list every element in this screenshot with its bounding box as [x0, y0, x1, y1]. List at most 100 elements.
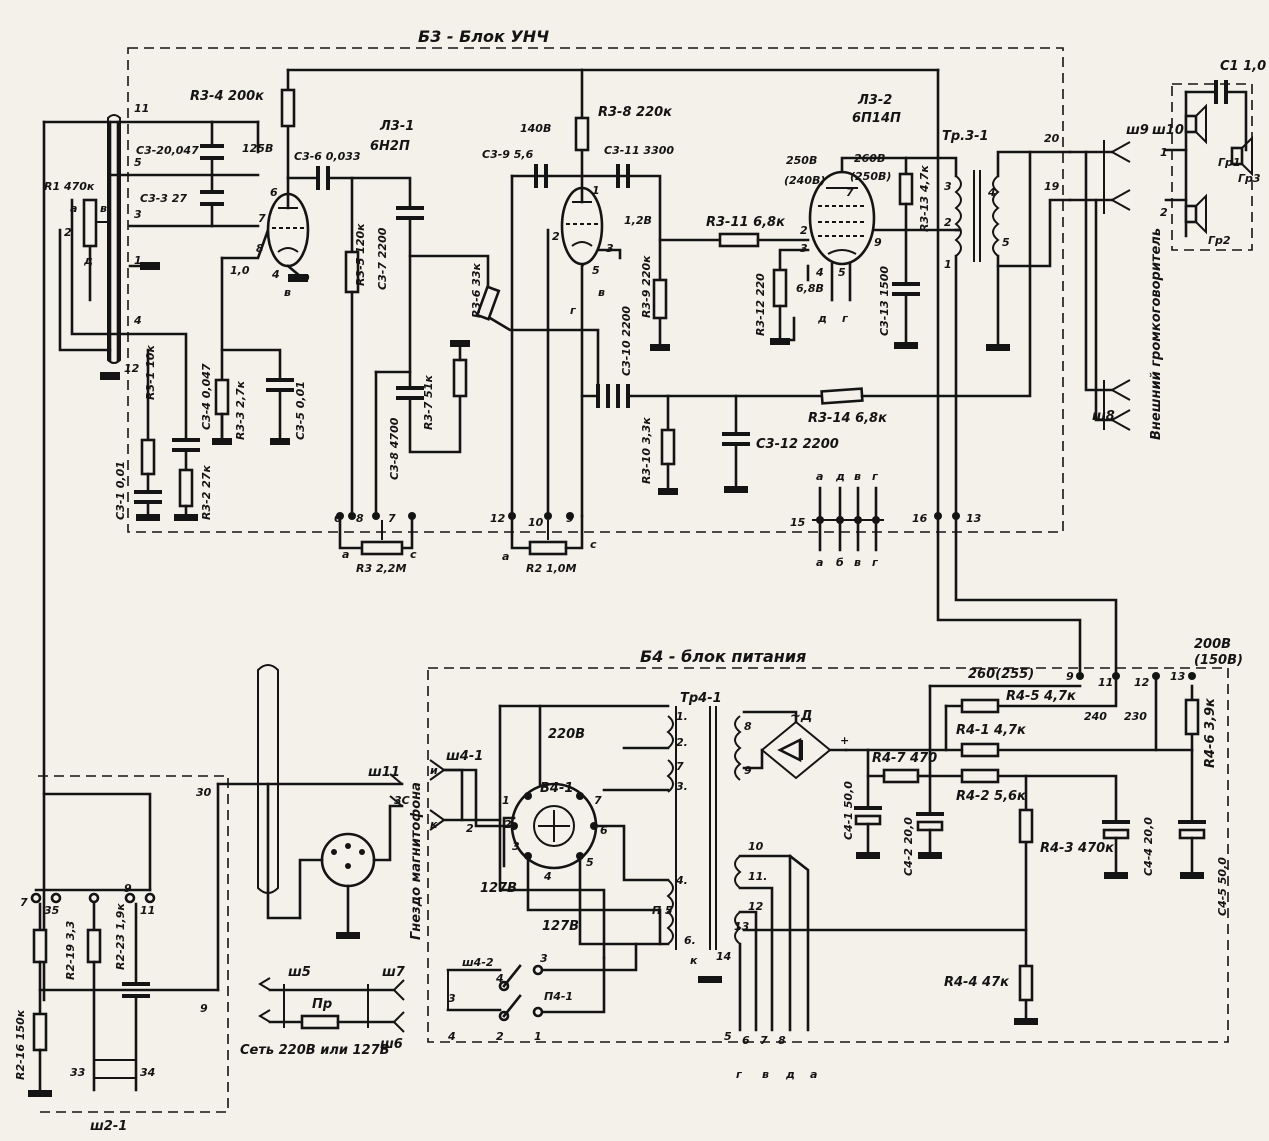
label-l3-1-type: 6Н2П — [370, 139, 410, 154]
resistor-r3-4 — [280, 88, 296, 128]
pin-8-l3-1: 8 — [256, 242, 264, 255]
capacitor-c4-5 — [1178, 820, 1206, 879]
transformer-tr3-1 — [936, 68, 1072, 518]
label-c3-20: C3-20,047 — [136, 144, 199, 157]
label-c3-10: C3-10 2200 — [620, 306, 633, 376]
pin-2-tr3: 2 — [944, 216, 952, 229]
switch-block-15-14 — [812, 486, 884, 552]
label-sh11: ш11 — [368, 765, 400, 780]
label-gr2: Гр2 — [1208, 234, 1231, 247]
label-c4-4: C4-4 20,0 — [1142, 817, 1155, 876]
label-sh4-1: ш4-1 — [446, 749, 483, 764]
label-r1-pin-a: а — [70, 202, 77, 215]
label-sh4-2: ш4-2 — [462, 956, 494, 969]
pin-12-b4: 12 — [1134, 676, 1150, 689]
capacitor-c3-7 — [396, 206, 424, 390]
label-r2-19: R2-19 3,3 — [64, 920, 77, 980]
block-b3-title: Б3 - Блок УНЧ — [418, 27, 549, 46]
pin-v-triode2: в — [598, 286, 605, 299]
pin-10-r2: 10 — [528, 516, 544, 529]
pin-9-b4: 9 — [1066, 670, 1074, 683]
pin-5-triode2: 5 — [592, 264, 600, 277]
pin-g-sw-top: г — [872, 470, 879, 483]
capacitor-c3-4 — [172, 438, 200, 472]
label-r1-pin-2: 2 — [64, 226, 72, 239]
ground-icon — [140, 262, 160, 270]
pin-a-bottom: а — [810, 1068, 817, 1081]
pin-10-tr4: 10 — [748, 840, 764, 853]
label-c3-7: C3-7 2200 — [376, 227, 389, 290]
label-v140: 140В — [520, 122, 551, 135]
label-c3-3: C3-3 27 — [140, 192, 187, 205]
label-sh5: ш5 — [288, 965, 311, 980]
label-v125: 125В — [242, 142, 273, 155]
pin-13-b4: 13 — [1170, 670, 1186, 683]
label-v127a: 127В — [480, 881, 517, 896]
pin-v-sw-bottom: в — [854, 556, 861, 569]
pin-4-l3-2: 4 — [815, 266, 824, 279]
resistor-r3-2 — [174, 468, 198, 521]
pin-6-tr4: 6. — [684, 934, 696, 947]
label-external-speaker: Внешний громкоговоритель — [1149, 228, 1164, 440]
label-gr1: Гр1 — [1218, 156, 1241, 169]
pin-1-speaker: 1 — [1160, 146, 1168, 159]
label-r3-8: R3-8 220к — [598, 105, 673, 120]
resistor-r3-14 — [820, 150, 1032, 405]
pin-30: 30 — [196, 786, 212, 799]
pin-3c: 3С — [394, 794, 410, 807]
pin-2-sh4: 2 — [466, 822, 474, 835]
pin-c-r3: с — [410, 548, 417, 561]
resistor-r4-7 — [866, 768, 932, 784]
pin-3-l3-2: 3 — [800, 242, 808, 255]
pin-v-bottom: в — [762, 1068, 769, 1081]
pin-35: 35 — [44, 904, 60, 917]
label-c3-8: C3-8 4700 — [388, 417, 401, 480]
label-r2-23: R2-23 1,9к — [114, 903, 127, 970]
label-sh2-1: ш2-1 — [90, 1119, 127, 1134]
block-b3-outline — [127, 47, 1064, 533]
capacitor-c3-10 — [580, 384, 822, 408]
pin-g-sw-bottom: г — [872, 556, 879, 569]
label-l3-1-ref: Л3-1 — [379, 119, 414, 134]
mic-jack — [216, 664, 404, 992]
resistor-r3-8 — [574, 116, 590, 152]
label-r3-10: R3-10 3,3к — [640, 417, 653, 484]
pin-6-v4: 6 — [600, 824, 608, 837]
bridge-rectifier — [742, 710, 848, 780]
label-r3-3: R3-3 2,7к — [234, 380, 247, 440]
capacitor-c3-20 — [200, 144, 224, 160]
ground-icon — [698, 976, 722, 983]
capacitor-c3-11 — [616, 164, 630, 188]
speaker-icon — [1184, 193, 1207, 235]
resistor-r3-9 — [650, 278, 670, 351]
pin-5-v4: 5 — [586, 856, 594, 869]
pin-7-r3: 7 — [388, 512, 396, 525]
label-r3-pot: R3 2,2М — [356, 562, 406, 575]
label-pr: Пр — [312, 997, 332, 1012]
label-v10: 1,0 — [230, 264, 250, 277]
pin-b-sw-bottom: б — [836, 556, 844, 569]
pin-4-p4: 4 — [495, 972, 504, 985]
label-c3-6: C3-6 0,033 — [294, 150, 361, 163]
pin-1-p4: 1 — [534, 1030, 542, 1043]
pin-11-b3: 11 — [134, 102, 149, 115]
pin-g-bottom: г — [736, 1068, 743, 1081]
resistor-r3-5 — [344, 250, 360, 518]
transformer-tr4-1 — [666, 706, 742, 950]
b3-second-stage-wiring — [510, 68, 720, 518]
capacitor-c3-12 — [722, 394, 750, 493]
pin-1-triode2: 1 — [592, 184, 600, 197]
capacitor-c3-3 — [200, 190, 224, 206]
pin-2-l3-2: 2 — [800, 224, 808, 237]
pin-4-tr4: 4. — [675, 874, 688, 887]
voltage-selector-v4-1 — [442, 704, 670, 960]
tube-l3-2 — [778, 156, 962, 302]
resistor-r3-11 — [718, 232, 810, 248]
pin-13: 13 — [966, 512, 982, 525]
label-mains: Сеть 220В или 127В — [240, 1043, 390, 1058]
resistor-r3-7 — [450, 340, 470, 398]
pin-2-p4: 2 — [496, 1030, 504, 1043]
pin-34: 34 — [140, 1066, 155, 1079]
resistor-r4-2 — [960, 768, 1000, 784]
pin-12-r2: 12 — [490, 512, 506, 525]
